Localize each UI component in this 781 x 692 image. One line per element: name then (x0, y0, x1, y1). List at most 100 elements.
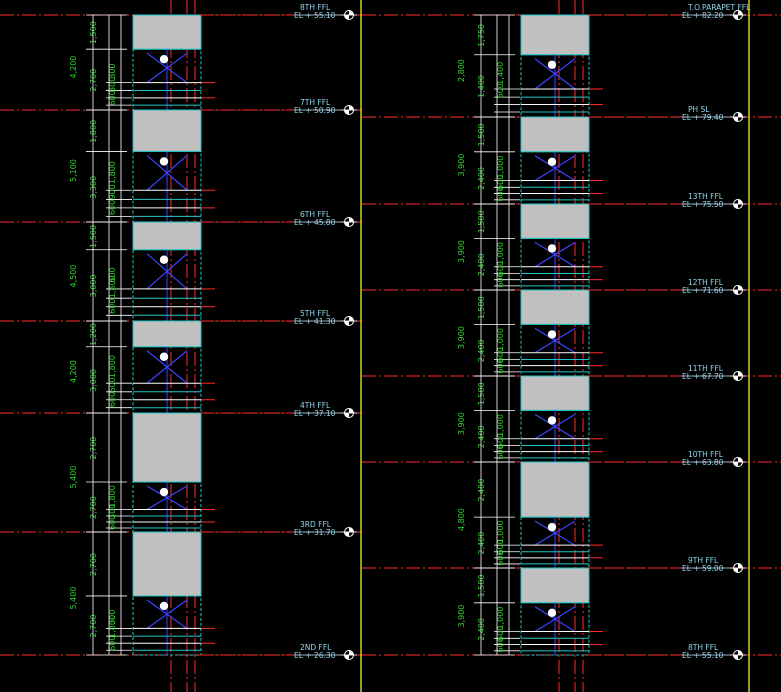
segment-height-label: 3,300 (89, 176, 98, 199)
segment-height-label: 1,500 (477, 382, 486, 405)
window-marker (547, 60, 557, 69)
segment-height-label: 1,500 (89, 21, 98, 44)
window-dimension-label: 1,800 (108, 485, 117, 508)
window-dimension-label: 300 (108, 77, 117, 92)
level-name: 2ND FFL (300, 643, 332, 652)
level-elevation: EL + 79.40 (682, 113, 724, 122)
spandrel-panel (132, 109, 202, 152)
level-name: 10TH FFL (688, 450, 724, 459)
floor-height-label: 3,900 (457, 605, 466, 628)
level-elevation: EL + 82.20 (682, 11, 724, 20)
floor-height-label: 5,100 (69, 159, 78, 182)
floor-height-label: 5,400 (69, 466, 78, 489)
level-name: 4TH FFL (300, 401, 331, 410)
floor-height-label: 3,900 (457, 412, 466, 435)
window-dimension-label: 1,000 (496, 328, 505, 351)
floor-height-label: 5,400 (69, 587, 78, 610)
window-marker (159, 487, 169, 497)
window-dimension-label: 600 (496, 347, 505, 362)
level-elevation: EL + 50.90 (294, 106, 336, 115)
window-dimension-label: 600 (496, 272, 505, 287)
window-dimension-label: 1,800 (108, 615, 117, 638)
window-dimension-label: 300 (108, 610, 117, 625)
segment-height-label: 1,200 (89, 323, 98, 346)
segment-height-label: 1,500 (477, 210, 486, 233)
segment-height-label: 2,400 (477, 618, 486, 641)
window-dimension-label: 600 (496, 539, 505, 554)
window-dimension-label: 1,000 (496, 520, 505, 543)
window-dimension-label: 600 (496, 444, 505, 459)
window-dimension-label: 1,400 (496, 62, 505, 85)
window-dimension-label: 1,800 (108, 161, 117, 184)
window-dimension-label: 300 (108, 504, 117, 519)
window-marker (547, 522, 557, 532)
drawing-background (0, 14, 781, 656)
window-marker (159, 55, 169, 64)
window-dimension-label: 600 (108, 267, 117, 282)
level-name: 7TH FFL (300, 98, 331, 107)
segment-height-label: 2,700 (89, 437, 98, 460)
spandrel-panel (520, 289, 590, 325)
floor-height-label: 4,200 (69, 360, 78, 383)
level-elevation: EL + 71.60 (682, 286, 724, 295)
window-dimension-label: 1,000 (496, 607, 505, 630)
floor-height-label: 3,900 (457, 326, 466, 349)
spandrel-panel (520, 375, 590, 411)
level-name: 8TH FFL (300, 3, 331, 12)
spandrel-panel (520, 461, 590, 518)
segment-height-label: 1,800 (89, 120, 98, 143)
level-name: PH SL (688, 105, 710, 114)
segment-height-label: 1,500 (477, 296, 486, 319)
window-dimension-label: 600 (108, 377, 117, 392)
spandrel-panel (132, 221, 202, 251)
level-name: 6TH FFL (300, 210, 331, 219)
level-elevation: EL + 37.10 (294, 409, 336, 418)
window-marker (159, 255, 169, 264)
window-marker (547, 416, 557, 425)
window-dimension-label: 600 (496, 358, 505, 373)
window-dimension-label: 600 (496, 626, 505, 641)
window-marker (547, 330, 557, 339)
window-frame (132, 346, 202, 414)
window-dimension-label: 600 (496, 175, 505, 190)
segment-height-label: 1,400 (477, 75, 486, 98)
segment-height-label: 2,400 (477, 167, 486, 190)
window-dimension-label: 600 (108, 90, 117, 105)
level-elevation: EL + 55.10 (294, 11, 336, 20)
window-dimension-label: 1,000 (496, 156, 505, 179)
spandrel-panel (520, 14, 590, 56)
window-dimension-label: 600 (496, 637, 505, 652)
segment-height-label: 2,400 (477, 425, 486, 448)
window-dimension-label: 1,000 (496, 414, 505, 437)
window-dimension-label: 600 (108, 636, 117, 651)
level-name: 11TH FFL (688, 364, 724, 373)
level-name: 12TH FFL (688, 278, 724, 287)
spandrel-panel (520, 567, 590, 604)
spandrel-panel (132, 531, 202, 597)
window-dimension-label: 600 (496, 186, 505, 201)
level-elevation: EL + 26.30 (294, 651, 336, 660)
window-dimension-label: 1,800 (108, 355, 117, 378)
floor-height-label: 3,900 (457, 240, 466, 263)
segment-height-label: 2,400 (477, 339, 486, 362)
window-dimension-label: 600 (496, 551, 505, 566)
window-dimension-label: 600 (496, 83, 505, 98)
window-marker (159, 352, 169, 361)
floor-height-label: 4,500 (69, 265, 78, 288)
level-name: 8TH FFL (688, 643, 719, 652)
segment-height-label: 2,700 (89, 615, 98, 638)
window-marker (159, 157, 169, 166)
spandrel-panel (132, 14, 202, 50)
window-marker (547, 244, 557, 253)
segment-height-label: 2,700 (89, 69, 98, 92)
window-dimension-label: 600 (108, 515, 117, 530)
window-dimension-label: 600 (108, 200, 117, 215)
level-elevation: EL + 63.80 (682, 458, 724, 467)
segment-height-label: 2,400 (477, 532, 486, 555)
window-dimension-label: 600 (496, 433, 505, 448)
level-name: 9TH FFL (688, 556, 719, 565)
window-dimension-label: 300 (108, 63, 117, 78)
floor-height-label: 2,800 (457, 59, 466, 82)
